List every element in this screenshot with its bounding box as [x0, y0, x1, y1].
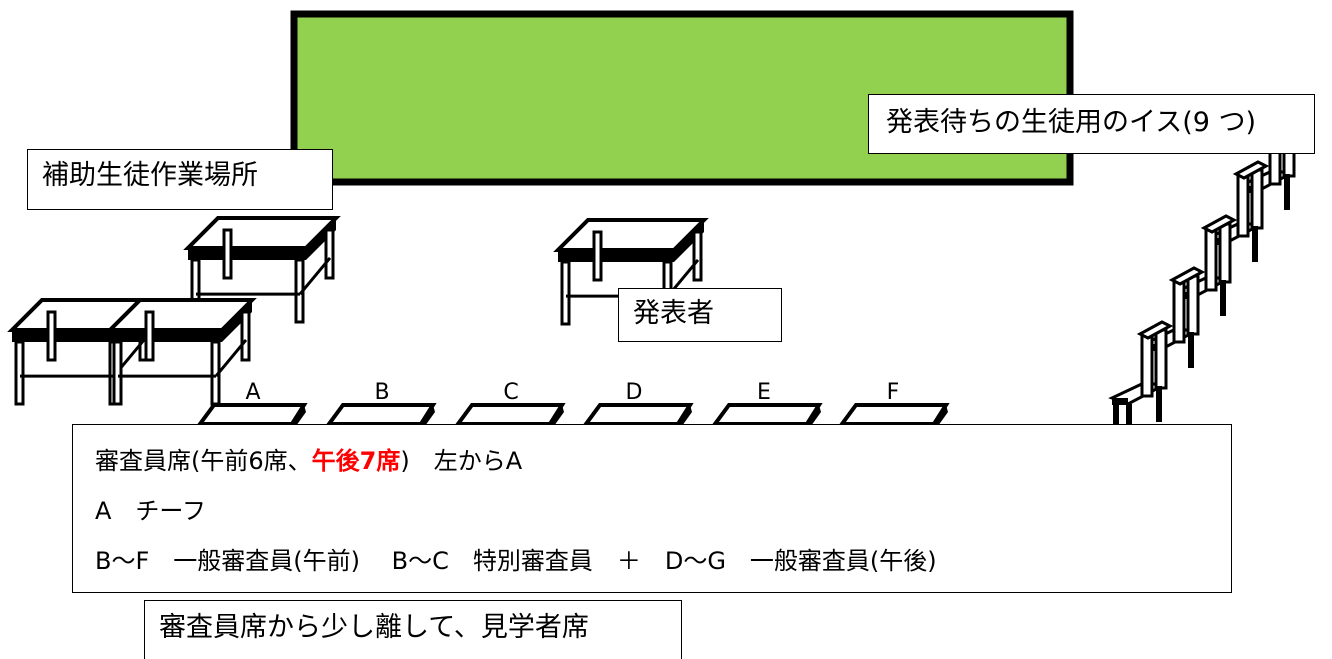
visitor-seats-label: 審査員席から少し離して、見学者席 — [144, 600, 682, 659]
judge-desk-d — [582, 403, 694, 426]
seat-letter-c: C — [503, 380, 519, 405]
judges-line-3: B～F 一般審査員(午前) B～C 特別審査員 ＋ D～G 一般審査員(午後) — [95, 547, 937, 575]
presenter-label: 発表者 — [618, 288, 782, 342]
judge-desk-b — [325, 403, 437, 426]
judge-desk-c — [454, 403, 566, 426]
desks-layer — [7, 216, 709, 406]
assistant-area-label: 補助生徒作業場所 — [27, 149, 333, 210]
judges-line-1: 審査員席(午前6席、午後7席) 左からA — [95, 447, 523, 475]
afternoon-seat-count: 午後7席 — [311, 447, 401, 475]
judges-info-box: 審査員席(午前6席、午後7席) 左からA A チーフ B～F 一般審査員(午前)… — [72, 424, 1232, 593]
judges-line-2: A チーフ — [95, 497, 206, 525]
seat-letter-a: A — [245, 380, 261, 405]
judge-desks-layer — [196, 403, 950, 426]
seat-letter-b: B — [374, 380, 390, 405]
waiting-chair-5 — [1108, 320, 1174, 430]
seat-letter-f: F — [886, 380, 900, 405]
judge-desk-a — [196, 403, 308, 426]
seat-letter-d: D — [625, 380, 643, 405]
chairs-layer — [1108, 108, 1302, 430]
judge-desk-e — [711, 403, 823, 426]
assistant-desk-right — [105, 298, 257, 406]
waiting-chairs-label: 発表待ちの生徒用のイス(9 つ) — [868, 94, 1315, 154]
seat-letter-e: E — [757, 380, 771, 405]
judge-desk-f — [838, 403, 950, 426]
